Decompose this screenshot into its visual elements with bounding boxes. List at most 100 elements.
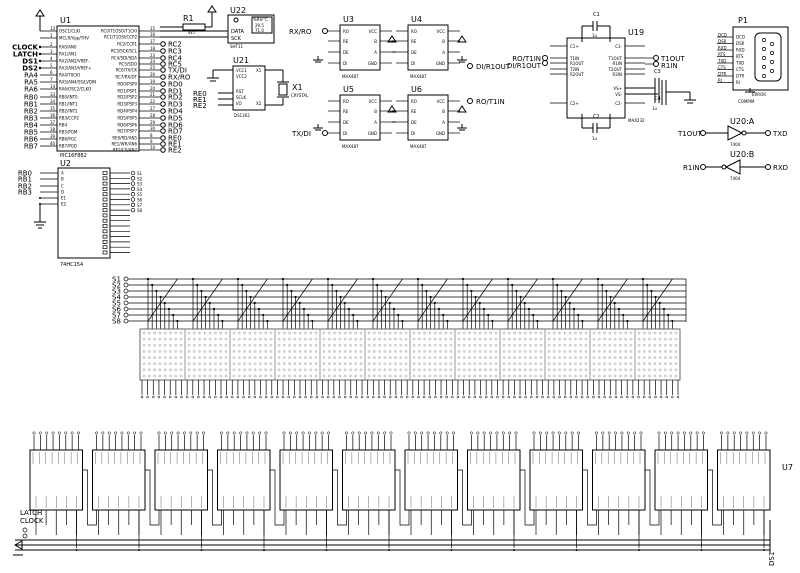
rs485-body	[407, 24, 449, 71]
u2-ref: U2	[60, 159, 71, 168]
u1-pin-number: 19	[150, 79, 156, 84]
u19-pin-label: T1IN	[569, 56, 579, 61]
u1-pin-label: RA4/T0CKI	[59, 73, 80, 78]
matrix-row-label: S8	[112, 318, 121, 326]
u1-pin-number: 17	[150, 39, 156, 44]
rs485-net-tx: TX/DI	[291, 130, 311, 138]
u19-pin-label: C2+	[570, 101, 579, 106]
u1-net-label: RC4	[168, 55, 182, 63]
u1-net-label: RB1	[24, 101, 38, 109]
u19-pin-label: R1IN	[613, 61, 623, 66]
u1-net-label: RD3	[168, 101, 183, 109]
rs485-net-ro: RO/T1IN	[476, 98, 505, 106]
rs485-part: MAX487	[342, 144, 359, 149]
rs485-pin-label: DI	[411, 131, 415, 136]
u2-part: 74HC154	[60, 262, 83, 268]
u1-pin-label: RA0/AN0	[59, 45, 77, 50]
u1-net-label: RB3	[24, 115, 38, 123]
rs485-pin-label: RO	[343, 99, 349, 104]
p1-sub: ERROR	[752, 92, 766, 97]
u1-pin-number: 24	[150, 59, 156, 64]
rs485-pin-label: DI	[343, 131, 347, 136]
u19-pin-label: C1+	[570, 44, 579, 49]
u19-pin-label: R2OUT	[570, 72, 584, 77]
u1-net-label: RE2	[168, 147, 182, 155]
u19-pin-label: T1OUT	[607, 56, 622, 61]
u1-pin-label: RD4/PSP4	[117, 109, 137, 114]
u20b-ref: U20:B	[730, 150, 754, 159]
u1-net-label: RC3	[168, 48, 182, 56]
u19-pin-label: C1-	[615, 44, 622, 49]
u1-net-label: RD2	[168, 94, 183, 102]
rs485-part: MAX487	[410, 144, 427, 149]
p1-ref: P1	[738, 16, 748, 25]
terminal-icon	[765, 130, 771, 136]
u1-pin-number: 3	[50, 49, 53, 54]
matrix-row-label: S3	[112, 288, 121, 296]
u1-pin-number: 9	[150, 139, 153, 144]
terminal-icon	[22, 533, 28, 539]
terminal-icon	[322, 130, 328, 136]
inverter-b-icon	[724, 159, 741, 175]
rs485-pin-label: RE	[411, 109, 417, 114]
u1-net-label: RD6	[168, 122, 183, 130]
u2-net-label: RB3	[18, 189, 32, 197]
u1-pin-label: RB7/PGD	[59, 144, 77, 149]
p1-pin-inner-label: RTS	[736, 54, 744, 59]
u1-pin-label: RC1/T1OSI/CCP2	[104, 35, 137, 40]
u1-net-label: RD0	[168, 81, 183, 89]
u7-net-ds1: DS1	[768, 552, 776, 566]
terminal-icon	[123, 306, 129, 312]
u21-pin-sclk: SCLK	[236, 95, 247, 100]
u21-rtc: U21 VCC1 VCC2 RST SCLK I/O X1 X2 DS1302 …	[193, 56, 309, 118]
p1-pin-label: RI	[718, 78, 722, 83]
u1-mcu: U1 PIC16F882 OSC1/CLKI13MCLR/Vpp/THV1RA0…	[12, 9, 191, 159]
p1-pin-inner-label: RXD	[736, 48, 745, 53]
p1-pin-inner-label: CTS	[736, 67, 744, 72]
rs485-body	[407, 94, 449, 141]
u1-pin-label: RC6/TX/CK	[116, 68, 138, 73]
r1-value: 4k7	[188, 30, 196, 35]
u1-pin-label: RD7/PSP7	[117, 129, 137, 134]
u1-pin-number: 25	[150, 65, 156, 70]
u22-temp-label: °C	[263, 17, 268, 22]
vcc-arrow-icon	[457, 105, 467, 113]
u1-pin-number: 1	[50, 33, 53, 38]
u21-pin-rst: RST	[236, 89, 244, 94]
u1-pin-number: 23	[150, 53, 156, 58]
u1-net-label: RD5	[168, 115, 183, 123]
u19-pin-label: R2IN	[613, 72, 623, 77]
u22-temp-value: 71.0	[255, 28, 264, 33]
p1-pin-label: DCD	[718, 33, 727, 38]
u21-pin-vcc2: VCC2	[236, 74, 247, 79]
u1-pin-label: RE0/RD/AN5	[112, 136, 137, 141]
u1-net-label: RA6	[24, 86, 38, 94]
u2-pin-label: E1	[61, 196, 67, 201]
u1-net-label: RB4	[24, 122, 39, 130]
u19-net-ro-t1in: RO/T1IN	[512, 55, 541, 63]
u22-ref: U22	[230, 6, 246, 15]
rs485-pin-label: VCC	[437, 29, 446, 34]
u2-net-label: RB0	[18, 170, 32, 178]
u21-net-re2: RE2	[193, 102, 207, 110]
u2-net-label: RB1	[18, 176, 32, 184]
terminal-icon	[700, 164, 706, 170]
power-arrow-icon	[35, 9, 45, 17]
u2-output-label: S4	[137, 187, 143, 192]
u1-pin-label: RB6/PGC	[59, 137, 77, 142]
u2-pin-label: C	[61, 184, 64, 189]
u1-net-label: RB5	[24, 129, 38, 137]
db9-connector-icon	[754, 32, 782, 82]
u1-pin-number: 36	[50, 113, 56, 118]
u19-part: MAX232	[628, 118, 645, 123]
u1-net-label: RX/RO	[168, 74, 191, 82]
u1-net-label: RA5	[24, 79, 38, 87]
u1-pin-label: RD0/PSP0	[117, 82, 137, 87]
terminal-icon	[765, 164, 771, 170]
u21-part: DS1302	[234, 113, 250, 118]
u19-pin-label: VS-	[615, 92, 622, 97]
terminal-icon	[542, 55, 548, 61]
